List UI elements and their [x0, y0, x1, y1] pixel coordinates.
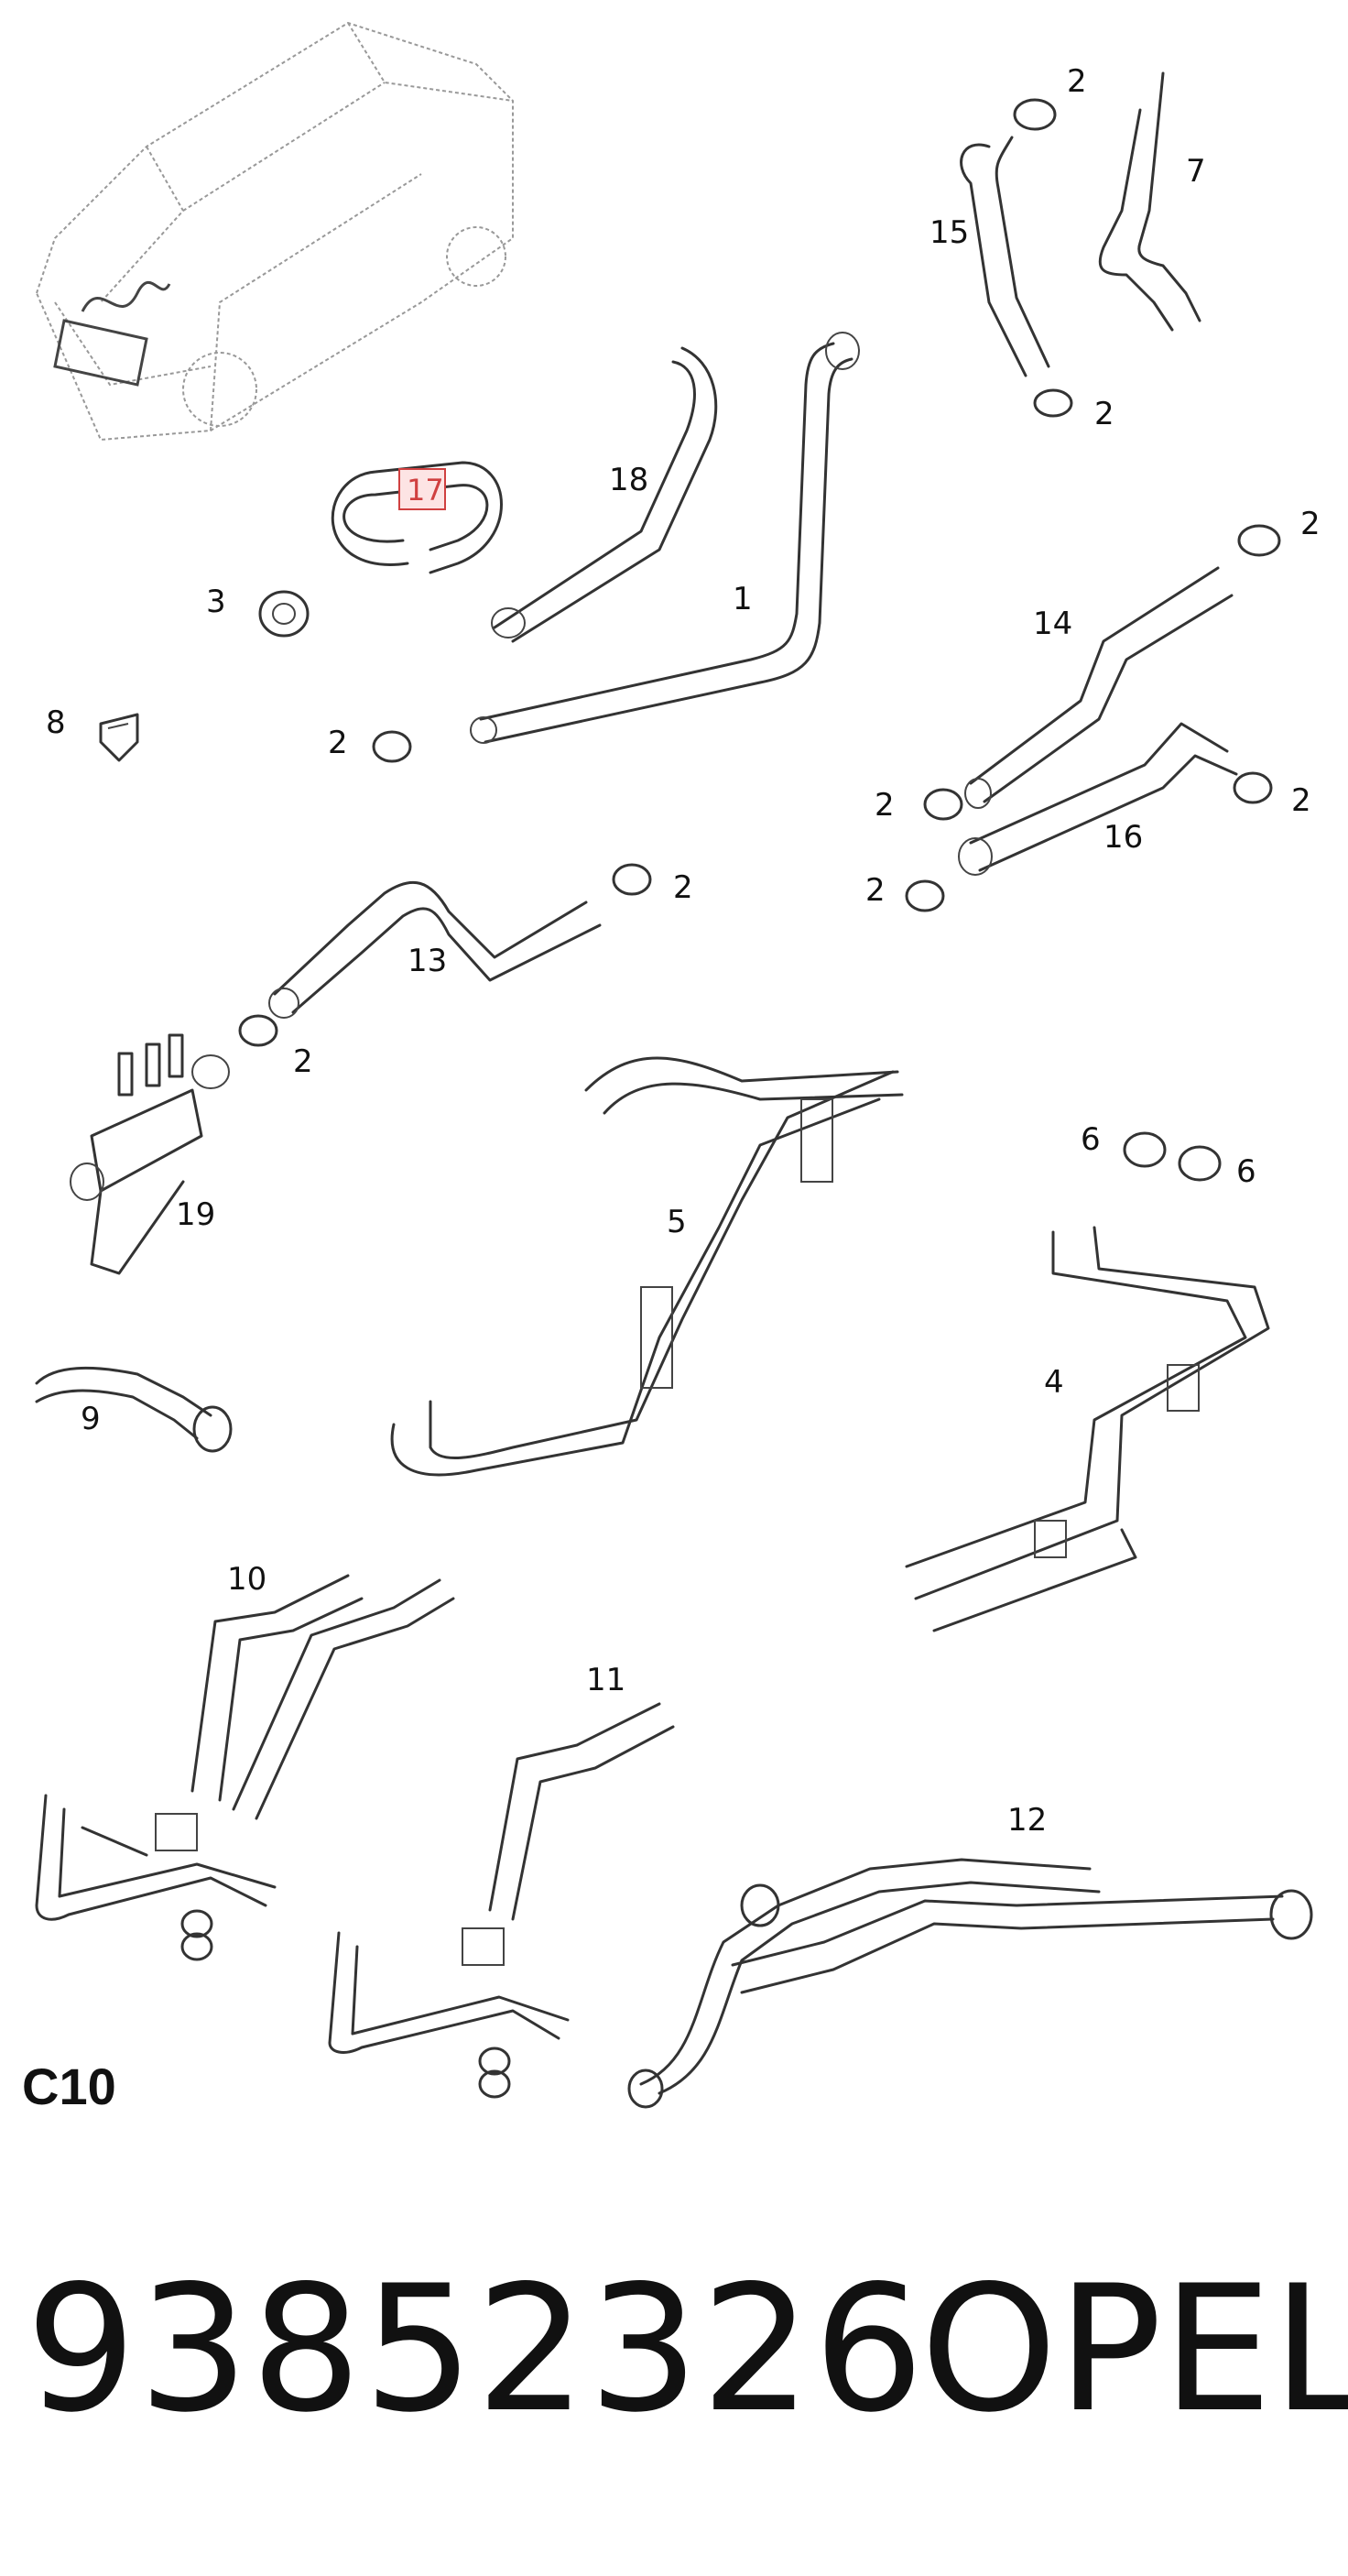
part-5-pipe	[390, 1056, 904, 1477]
callout-8: 8	[46, 704, 66, 741]
callout-11: 11	[586, 1662, 625, 1698]
callout-17: 17	[407, 473, 444, 508]
callout-18: 18	[609, 462, 648, 498]
callout-6b: 6	[1236, 1153, 1256, 1190]
callout-7: 7	[1186, 153, 1206, 190]
part-11-pipe	[328, 1702, 675, 2099]
section-label: C10	[22, 2058, 116, 2115]
callout-13: 13	[408, 943, 447, 979]
vehicle-sketch	[35, 21, 514, 442]
part-8-clip	[99, 713, 139, 762]
callout-14: 14	[1033, 606, 1072, 642]
callout-2c: 2	[1094, 396, 1114, 432]
part-19-valve	[70, 1033, 230, 1275]
part-12-pipe	[627, 1858, 1313, 2109]
callout-16: 16	[1103, 819, 1143, 856]
callout-10: 10	[227, 1561, 266, 1598]
callout-2a: 2	[328, 725, 348, 761]
callout-2b: 2	[1067, 63, 1087, 100]
callout-2e: 2	[875, 787, 895, 824]
callout-19: 19	[176, 1196, 215, 1233]
callout-9: 9	[81, 1401, 101, 1437]
part-4-pipe	[905, 1226, 1270, 1632]
part-7-hose	[1098, 71, 1201, 332]
part-17-hose	[331, 461, 503, 574]
part-10-pipe	[35, 1574, 455, 1961]
part-14-hose	[964, 566, 1234, 809]
part-1-hose	[470, 332, 860, 744]
part-15-hose	[960, 136, 1050, 377]
callout-12: 12	[1007, 1802, 1047, 1839]
callout-15: 15	[929, 214, 969, 251]
part-13-hose	[268, 880, 602, 1019]
callout-3: 3	[206, 584, 226, 620]
callout-6a: 6	[1081, 1121, 1101, 1158]
callout-17-highlight	[398, 468, 446, 510]
callout-2i: 2	[293, 1043, 313, 1080]
callout-4: 4	[1044, 1364, 1064, 1401]
brand-name: OPEL	[920, 2248, 1348, 2450]
callout-5: 5	[667, 1204, 687, 1240]
clamp-group	[238, 98, 1281, 1047]
part-18-hose	[491, 346, 718, 643]
part-6-clamps	[1123, 1131, 1222, 1182]
parts-diagram: 17 18 1 3 8 2 2 2 2 2 2 2	[35, 21, 1321, 2109]
callout-2h: 2	[673, 869, 693, 906]
callout-2g: 2	[865, 872, 886, 909]
part-16-hose	[958, 722, 1238, 876]
part-number: 93852326	[26, 2248, 927, 2450]
callout-2f: 2	[1291, 782, 1311, 819]
callout-2d: 2	[1300, 506, 1321, 542]
part-3-grommet	[258, 590, 310, 638]
vehicle-grille	[53, 280, 171, 387]
part-9-hose	[35, 1367, 233, 1453]
callout-1: 1	[733, 581, 753, 617]
